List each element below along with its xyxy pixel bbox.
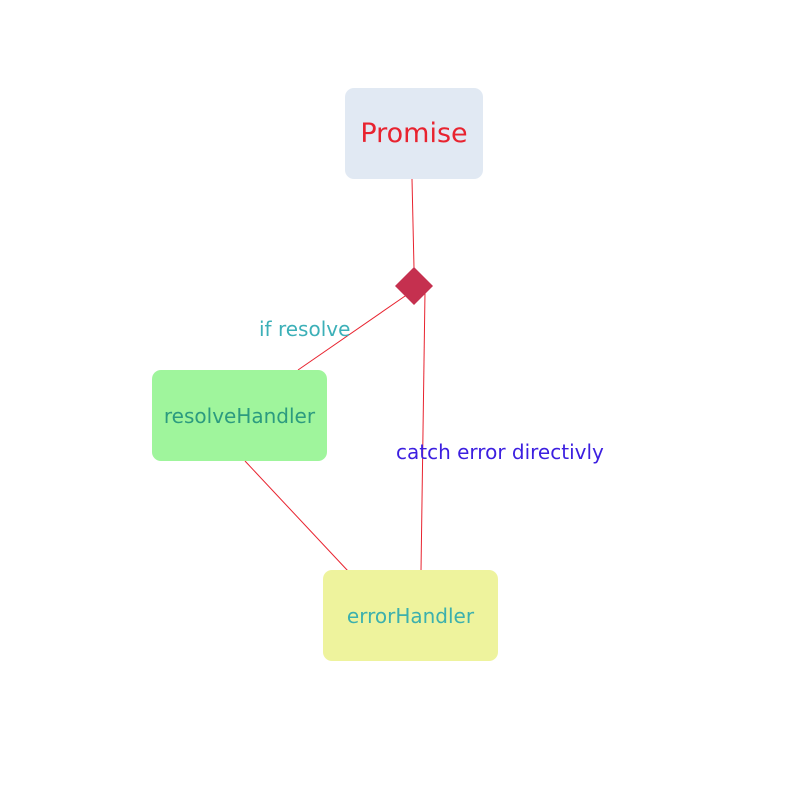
edge-label-if-resolve: if resolve	[259, 317, 351, 341]
decision-diamond	[395, 267, 433, 305]
resolve-handler-node: resolveHandler	[152, 370, 327, 461]
edge-promise-decision	[411, 178, 415, 269]
promise-node: Promise	[345, 88, 483, 179]
edge-resolve-error	[244, 460, 349, 572]
error-handler-node-label: errorHandler	[346, 603, 475, 628]
edge-label-catch-error: catch error directivly	[396, 440, 604, 464]
error-handler-node: errorHandler	[323, 570, 498, 661]
edge-decision-error	[420, 291, 426, 572]
resolve-handler-node-label: resolveHandler	[163, 403, 316, 428]
edge-decision-resolve	[297, 293, 409, 371]
promise-node-label: Promise	[360, 118, 468, 149]
